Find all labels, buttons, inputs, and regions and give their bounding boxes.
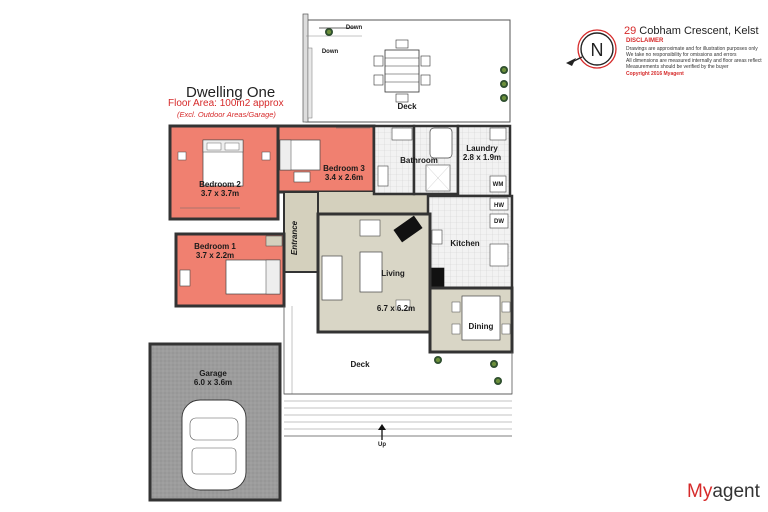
bedroom-3-size: 3.4 x 2.6m — [325, 173, 363, 182]
garage-size: 6.0 x 3.6m — [194, 378, 232, 387]
room-bedroom-2 — [168, 124, 280, 221]
living-size: 6.7 x 6.2m — [377, 304, 415, 313]
garage — [148, 342, 282, 502]
room-dining — [428, 286, 514, 354]
disclaimer-line: Measurements should be verified by the b… — [626, 64, 729, 70]
lower-deck — [283, 306, 513, 440]
floor-area: Floor Area: 100m2 approx — [168, 98, 284, 109]
property-address: 29 Cobham Crescent, Kelst — [624, 25, 759, 37]
outdoor-dining-table — [373, 39, 431, 103]
bathroom-name: Bathroom — [400, 156, 438, 165]
north-compass-icon: N — [566, 29, 617, 69]
bedroom-1-name: Bedroom 1 — [194, 242, 236, 251]
room-bathroom — [372, 124, 460, 196]
address-number: 29 — [624, 25, 637, 37]
stairs-down-left-label: Down — [322, 49, 339, 55]
disclaimer-line: Drawings are approximate and for illustr… — [626, 46, 758, 52]
dining-name: Dining — [469, 322, 494, 331]
room-living — [316, 212, 432, 334]
bedroom-1-size: 3.7 x 2.2m — [196, 251, 234, 260]
entrance-name: Entrance — [290, 220, 299, 255]
address-street: Cobham Crescent, Kelst — [636, 25, 759, 37]
floor-area-note: (Excl. Outdoor Areas/Garage) — [177, 110, 276, 119]
copyright: Copyright 2016 Myagent — [626, 71, 684, 77]
water-heater-label: HW — [494, 203, 504, 209]
compass-letter: N — [591, 40, 604, 60]
garage-name: Garage — [199, 369, 227, 378]
brand-agent: agent — [712, 481, 760, 502]
laundry-size: 2.8 x 1.9m — [463, 153, 501, 162]
brand-my: My — [687, 481, 713, 502]
washer-label: WM — [493, 182, 504, 188]
stairs-down-top-label: Down — [346, 25, 363, 31]
disclaimer-line: We take no responsibility for omissions … — [626, 52, 737, 58]
living-name: Living — [381, 269, 405, 278]
car-outline — [181, 399, 247, 491]
dishwasher-label: DW — [494, 219, 504, 225]
room-bedroom-3 — [276, 124, 376, 194]
disclaimer-line: All dimensions are measured internally a… — [626, 58, 762, 64]
bedroom-2-size: 3.7 x 3.7m — [201, 189, 239, 198]
stairs-up-label: Up — [378, 442, 386, 448]
laundry-name: Laundry — [466, 144, 498, 153]
lower-deck-label: Deck — [350, 360, 370, 369]
bedroom-3-name: Bedroom 3 — [323, 164, 365, 173]
kitchen-name: Kitchen — [450, 239, 479, 248]
upper-deck-label: Deck — [397, 102, 417, 111]
bedroom-2-name: Bedroom 2 — [199, 180, 241, 189]
upper-deck — [302, 13, 511, 123]
brand-logo: Myagent — [687, 481, 760, 503]
disclaimer-title: DISCLAIMER — [626, 38, 664, 44]
dwelling-title: Dwelling One — [186, 84, 276, 101]
room-bedroom-1 — [174, 232, 286, 308]
